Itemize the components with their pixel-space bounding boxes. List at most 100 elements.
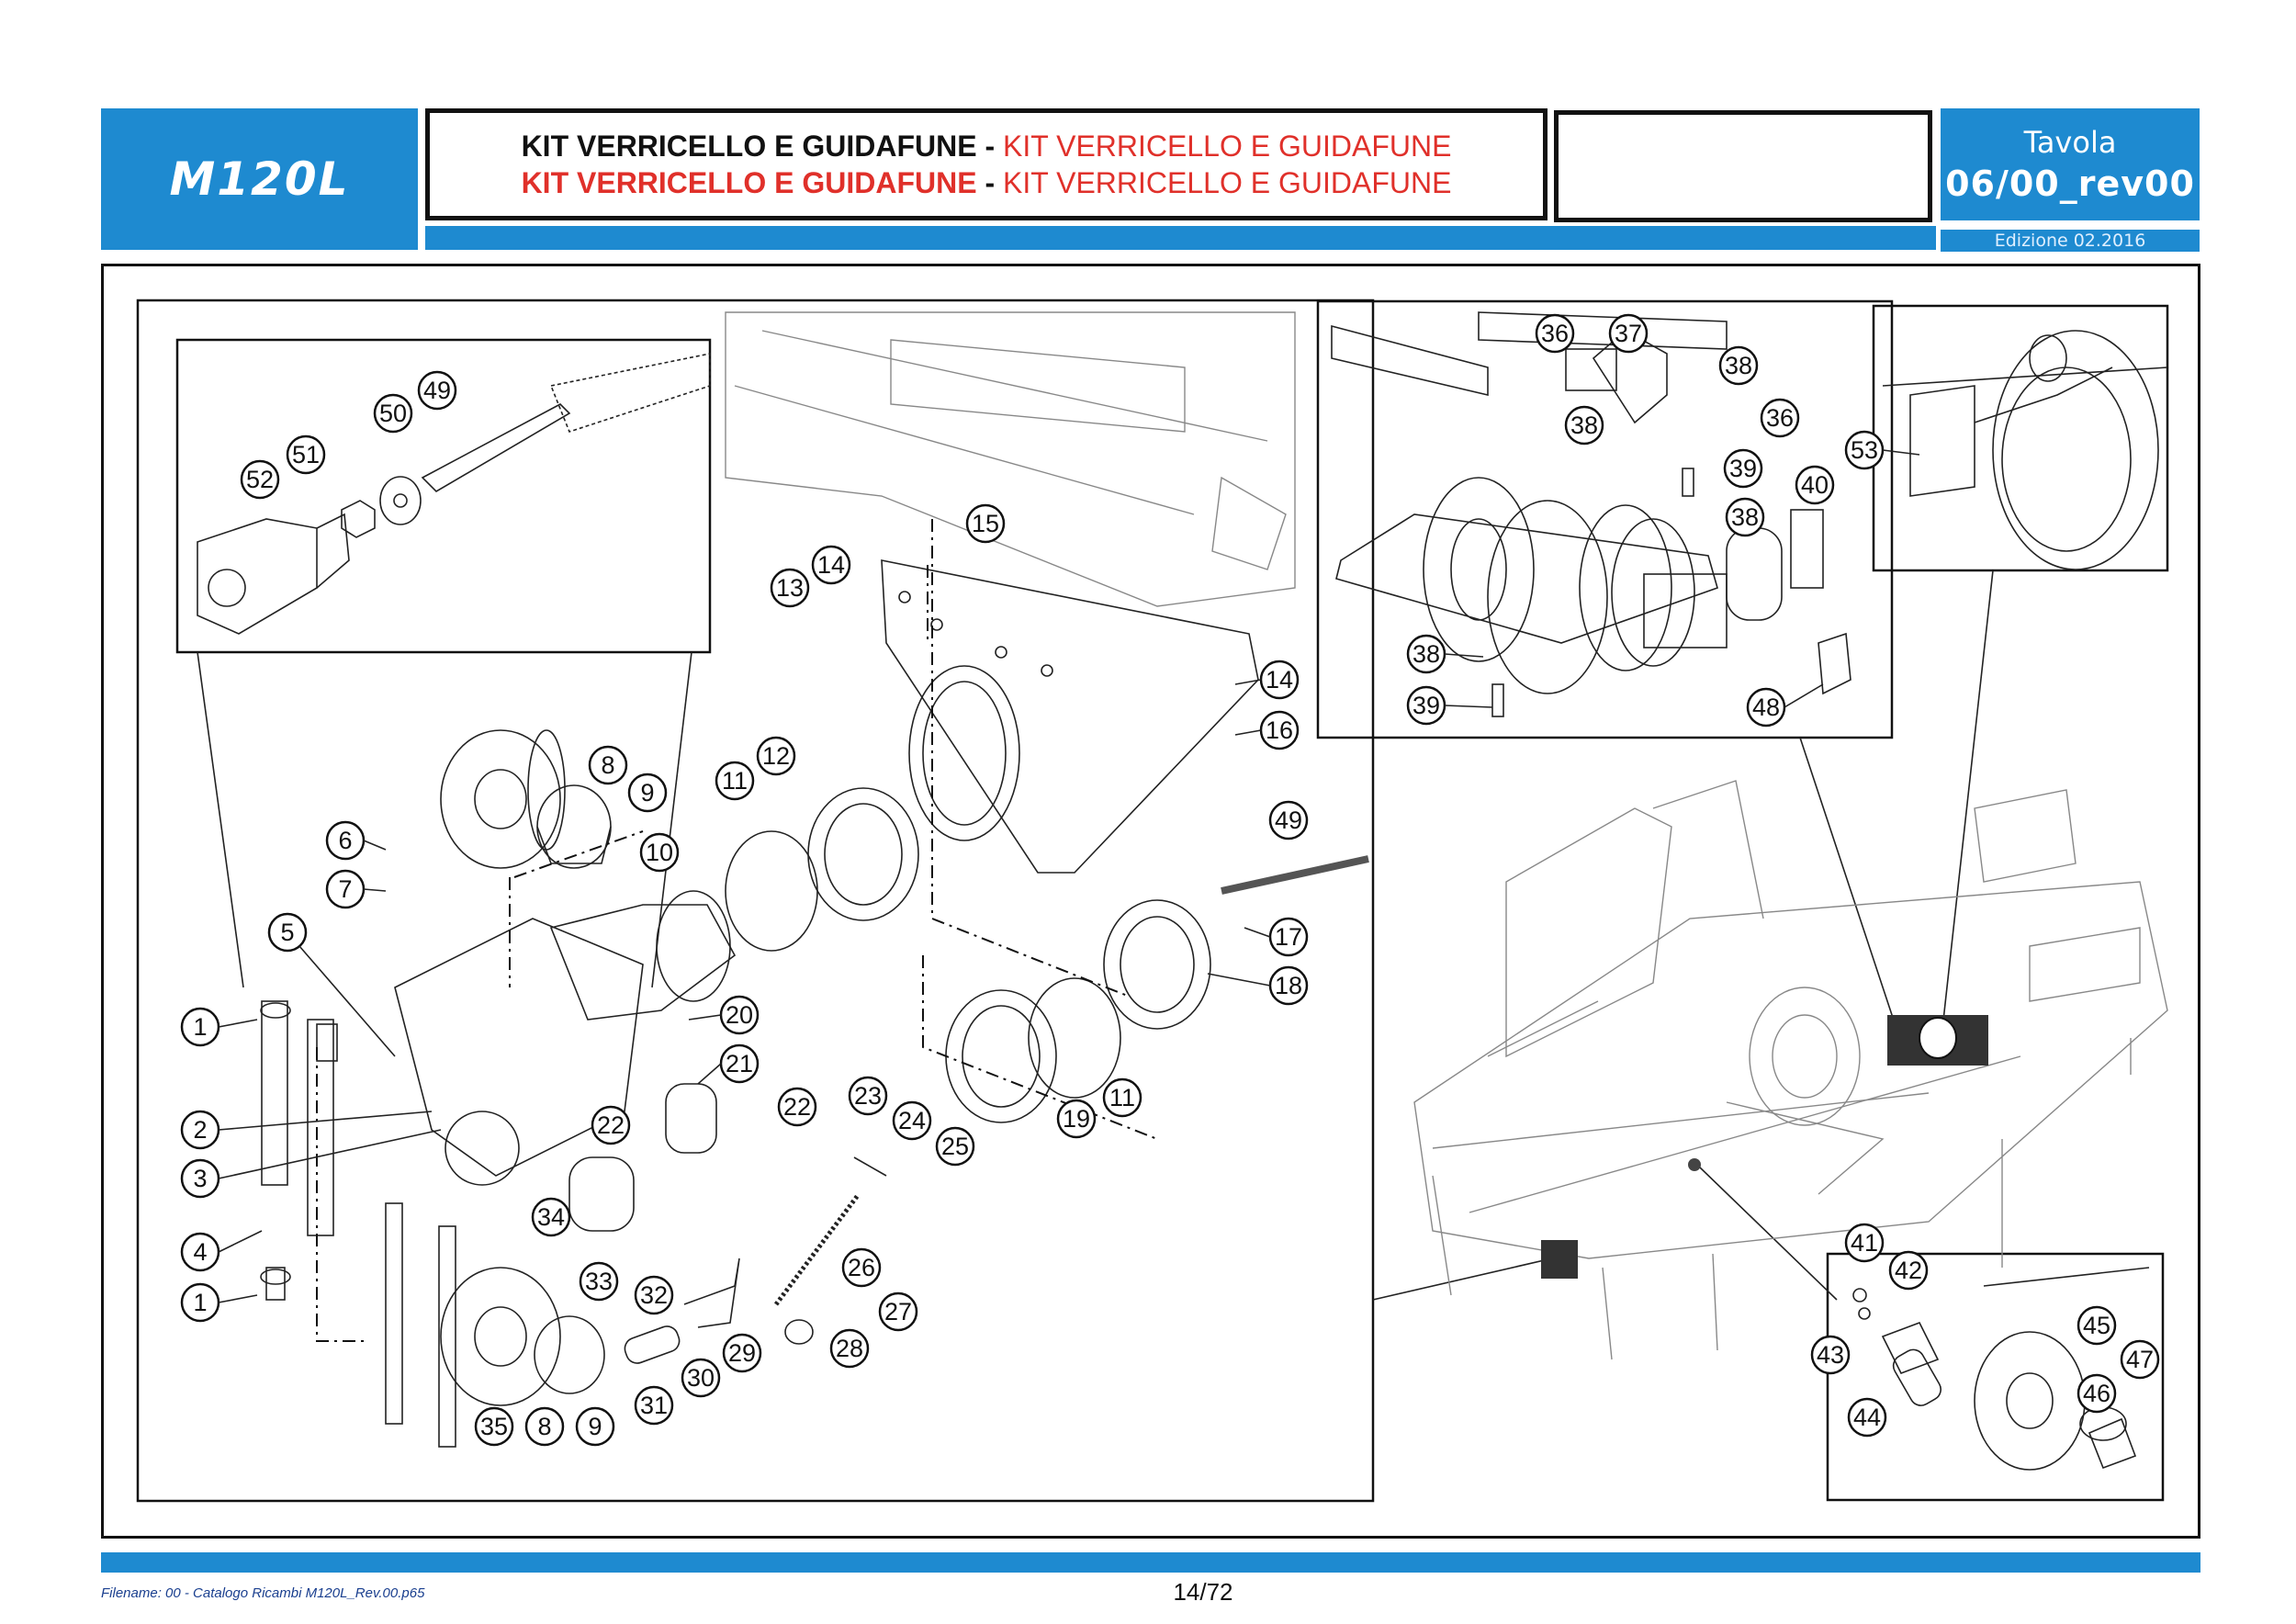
callout-46: 46	[2077, 1373, 2117, 1414]
pulley-detail-parts	[1852, 1267, 2150, 1471]
callout-52: 52	[240, 459, 280, 500]
title-line-2-separator: -	[976, 166, 1004, 199]
callout-8b: 8	[524, 1406, 565, 1447]
callout-27: 27	[878, 1291, 918, 1332]
title-line-1-separator: -	[976, 130, 1004, 163]
svg-text:19: 19	[1063, 1105, 1090, 1133]
svg-text:32: 32	[640, 1281, 668, 1309]
svg-text:37: 37	[1615, 320, 1642, 347]
svg-text:47: 47	[2126, 1346, 2154, 1373]
callout-24: 24	[892, 1100, 932, 1141]
svg-text:46: 46	[2083, 1380, 2110, 1407]
title-line-2: KIT VERRICELLO E GUIDAFUNE - KIT VERRICE…	[522, 164, 1452, 201]
svg-text:30: 30	[687, 1364, 715, 1392]
title-line-1: KIT VERRICELLO E GUIDAFUNE - KIT VERRICE…	[522, 128, 1452, 164]
tavola-label: Tavola	[2023, 125, 2117, 160]
callout-17: 17	[1268, 917, 1309, 957]
svg-text:2: 2	[193, 1116, 207, 1144]
svg-text:40: 40	[1801, 471, 1829, 499]
callout-28: 28	[829, 1328, 870, 1369]
crane-overview-illustration	[1413, 780, 2168, 1360]
title-box: KIT VERRICELLO E GUIDAFUNE - KIT VERRICE…	[425, 108, 1548, 220]
svg-text:44: 44	[1853, 1404, 1881, 1431]
leader-lines	[197, 570, 1994, 1301]
svg-text:22: 22	[597, 1111, 625, 1139]
svg-text:24: 24	[898, 1107, 926, 1134]
svg-text:39: 39	[1729, 455, 1757, 482]
callout-45: 45	[2077, 1305, 2117, 1346]
svg-text:1: 1	[193, 1013, 207, 1041]
callout-10: 10	[639, 832, 680, 873]
callout-1b: 1	[180, 1282, 220, 1323]
pulley-detail-frame	[1826, 1252, 2165, 1502]
svg-text:25: 25	[941, 1133, 969, 1160]
part-callouts: 1 1 2 3 4 5 6 7 8 8 9 9 10 11 11 12 13 1…	[180, 313, 2160, 1447]
svg-text:8: 8	[537, 1413, 551, 1440]
svg-text:10: 10	[646, 839, 673, 866]
svg-text:43: 43	[1817, 1341, 1844, 1369]
callout-33: 33	[579, 1261, 619, 1302]
svg-text:52: 52	[246, 466, 274, 493]
callout-23: 23	[848, 1076, 888, 1116]
svg-text:13: 13	[776, 574, 804, 602]
svg-text:14: 14	[817, 551, 845, 579]
callout-7: 7	[325, 869, 366, 909]
title-line-1-part-2: KIT VERRICELLO E GUIDAFUNE	[1003, 130, 1452, 163]
callout-13: 13	[770, 568, 810, 608]
winch-detail-parts	[1331, 311, 1851, 717]
svg-text:29: 29	[728, 1339, 756, 1367]
svg-text:33: 33	[585, 1268, 613, 1295]
callout-32: 32	[634, 1275, 674, 1315]
callout-19: 19	[1056, 1099, 1097, 1139]
callout-leaders	[218, 449, 1920, 1303]
callout-12: 12	[756, 736, 796, 776]
callout-42: 42	[1888, 1250, 1929, 1291]
svg-text:17: 17	[1275, 923, 1302, 951]
svg-text:22: 22	[783, 1093, 811, 1121]
winch-bracket-and-drums	[260, 559, 1369, 1448]
svg-text:9: 9	[640, 779, 654, 806]
callout-34: 34	[531, 1197, 571, 1237]
tavola-box: Tavola 06/00_rev00	[1941, 108, 2200, 220]
svg-text:38: 38	[1725, 352, 1752, 379]
title-line-1-part-1: KIT VERRICELLO E GUIDAFUNE	[521, 130, 977, 163]
tavola-code: 06/00_rev00	[1945, 164, 2195, 204]
callout-4: 4	[180, 1232, 220, 1272]
svg-text:15: 15	[972, 510, 999, 537]
title-underline-bar	[425, 226, 1936, 250]
callout-49b: 49	[1268, 800, 1309, 840]
callout-53: 53	[1844, 430, 1885, 470]
svg-text:51: 51	[292, 441, 320, 468]
empty-header-box	[1554, 110, 1932, 222]
svg-text:38: 38	[1731, 503, 1759, 531]
cable-end-parts	[197, 353, 711, 635]
callout-31: 31	[634, 1385, 674, 1426]
callout-29: 29	[722, 1333, 762, 1373]
filename-label: Filename: 00 - Catalogo Ricambi M120L_Re…	[101, 1585, 425, 1601]
callout-11b: 11	[1102, 1077, 1142, 1118]
title-line-2-part-1: KIT VERRICELLO E GUIDAFUNE	[521, 166, 977, 199]
svg-text:50: 50	[379, 400, 407, 427]
svg-text:9: 9	[588, 1413, 602, 1440]
svg-text:53: 53	[1851, 436, 1878, 464]
svg-text:16: 16	[1266, 716, 1293, 744]
svg-text:6: 6	[338, 827, 352, 854]
callout-37: 37	[1608, 313, 1649, 354]
callout-18: 18	[1268, 965, 1309, 1006]
svg-text:35: 35	[480, 1413, 508, 1440]
callout-30: 30	[681, 1358, 721, 1398]
title-line-2-part-2: KIT VERRICELLO E GUIDAFUNE	[1003, 166, 1452, 199]
svg-text:26: 26	[848, 1254, 875, 1281]
cable-end-detail-frame	[175, 338, 712, 654]
svg-text:38: 38	[1570, 412, 1598, 439]
svg-text:49: 49	[423, 377, 451, 404]
page-number: 14/72	[1173, 1578, 1233, 1606]
callout-8a: 8	[588, 745, 628, 785]
callout-6: 6	[325, 820, 366, 861]
callout-9b: 9	[575, 1406, 615, 1447]
callout-41: 41	[1844, 1223, 1885, 1263]
callout-47: 47	[2120, 1339, 2160, 1380]
callout-36a: 36	[1535, 313, 1575, 354]
callout-38b: 38	[1718, 345, 1759, 386]
